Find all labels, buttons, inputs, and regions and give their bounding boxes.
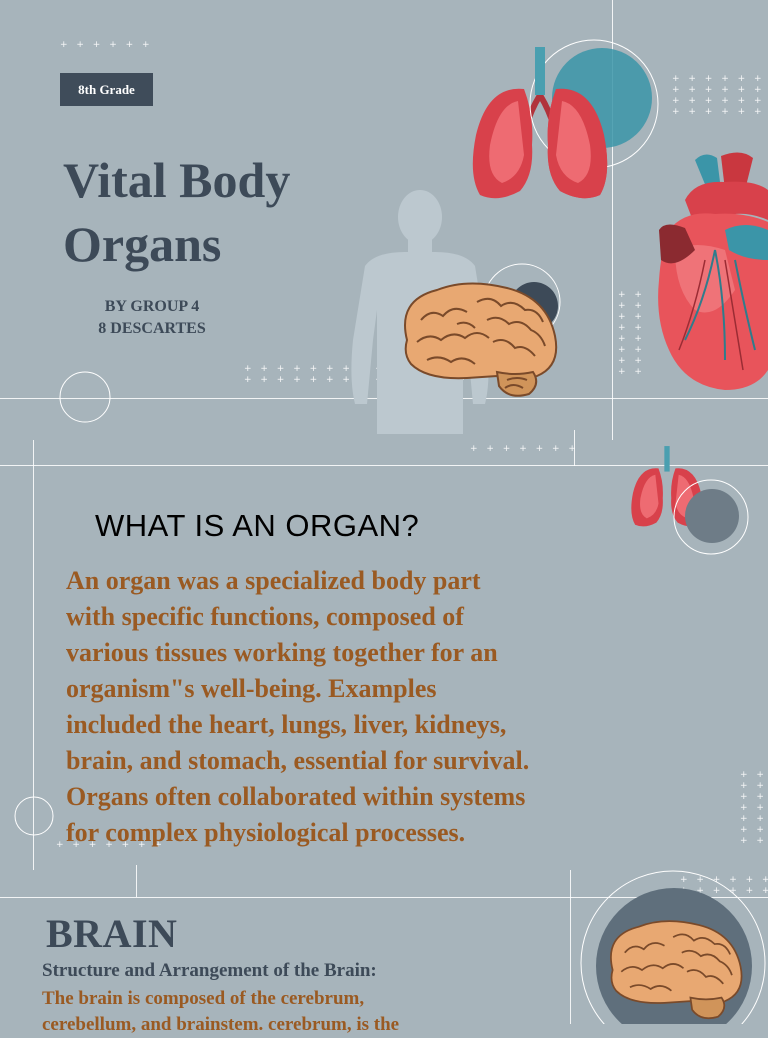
byline: BY GROUP 4 8 DESCARTES	[72, 296, 232, 340]
brain-subheading: Structure and Arrangement of the Brain:	[42, 960, 377, 981]
dot-pattern: + + + + + + +	[470, 444, 579, 454]
text-line: included the heart, lungs, liver, kidney…	[66, 710, 507, 739]
dot-pattern: + + + + + + +	[56, 840, 165, 850]
text-line: cerebellum, and brainstem. cerebrum, is …	[42, 1014, 400, 1035]
decor-circle	[59, 371, 111, 423]
divider-line	[0, 897, 768, 898]
brain-description: The brain is composed of the cerebrum, c…	[42, 986, 562, 1038]
lungs-icon	[535, 47, 608, 199]
dot-pattern: + + + + + +	[60, 40, 153, 50]
text-line: Organs often collaborated within systems	[66, 782, 526, 811]
decor-circle	[673, 479, 749, 555]
text-line: with specific functions, composed of	[66, 602, 464, 631]
title-line: Vital Body	[63, 152, 291, 208]
title-line: Organs	[63, 216, 222, 272]
divider-line	[136, 865, 137, 897]
brain-icon	[404, 282, 558, 397]
divider-line	[574, 430, 575, 466]
text-line: various tissues working together for an	[66, 638, 498, 667]
brain-icon	[610, 920, 743, 1020]
divider-line	[570, 870, 571, 1024]
decor-circle	[14, 796, 54, 836]
dot-pattern: + + + + + + + + + + + + + + + + + + + + …	[672, 74, 765, 117]
text-line: for complex physiological processes.	[66, 818, 466, 847]
divider-line	[612, 0, 613, 440]
heart-icon	[658, 152, 768, 390]
dot-pattern: + + + + + + + + + + + + + + + +	[618, 290, 645, 377]
dot-pattern: + + + + + + + + + + + + + +	[740, 770, 767, 846]
text-line: The brain is composed of the cerebrum,	[42, 988, 365, 1009]
byline-section: 8 DESCARTES	[98, 320, 206, 337]
divider-line	[0, 465, 768, 466]
brain-section-heading: BRAIN	[46, 911, 178, 956]
text-line: organism"s well-being. Examples	[66, 674, 437, 703]
text-line: An organ was a specialized body part	[66, 566, 481, 595]
grade-badge: 8th Grade	[60, 73, 153, 106]
organ-definition: An organ was a specialized body part wit…	[66, 563, 666, 851]
divider-line	[33, 440, 34, 870]
byline-group: BY GROUP 4	[104, 298, 200, 315]
page-title: Vital Body Organs	[63, 148, 363, 276]
organ-section-heading: WHAT IS AN ORGAN?	[95, 508, 420, 543]
text-line: brain, and stomach, essential for surviv…	[66, 746, 530, 775]
